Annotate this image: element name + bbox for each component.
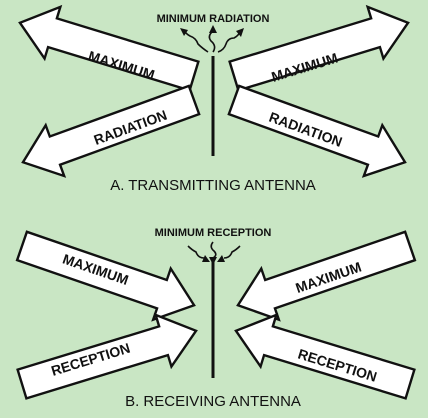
wavy-arrow-icon	[223, 245, 241, 259]
minimum-reception-label: MINIMUM RECEPTION	[155, 227, 272, 239]
transmitting-section: MINIMUM RADIATION MAXIMUM RADIATION MAXI…	[18, 4, 410, 194]
receiving-caption: B. RECEIVING ANTENNA	[125, 393, 301, 410]
wavy-arrow-icon	[208, 30, 216, 53]
arrowhead-icon	[209, 257, 217, 265]
transmit-arrow-upper-left	[18, 4, 200, 92]
arrowhead-icon	[209, 25, 217, 33]
wavy-arrow-icon	[183, 29, 209, 53]
wavy-arrow-icon	[210, 241, 217, 259]
transmit-arrow-lower-left	[21, 84, 201, 178]
minimum-radiation-label: MINIMUM RADIATION	[157, 13, 270, 25]
arrowhead-icon	[236, 28, 244, 37]
wavy-arrow-icon	[217, 31, 241, 53]
transmit-arrow-upper-right	[228, 4, 410, 92]
transmitting-caption: A. TRANSMITTING ANTENNA	[110, 177, 316, 194]
transmit-arrow-lower-right	[227, 84, 407, 178]
wavy-arrow-icon	[187, 245, 205, 259]
arrowhead-icon	[217, 255, 225, 262]
receiving-section: MINIMUM RECEPTION MAXIMUM RECEPTION MAXI…	[15, 227, 417, 410]
receive-arrow-upper-left	[15, 230, 196, 322]
receive-arrow-lower-right	[234, 312, 416, 400]
arrowhead-icon	[202, 255, 210, 262]
receive-arrow-lower-left	[16, 312, 198, 400]
arrowhead-icon	[180, 28, 188, 36]
receive-arrow-upper-right	[236, 230, 417, 322]
